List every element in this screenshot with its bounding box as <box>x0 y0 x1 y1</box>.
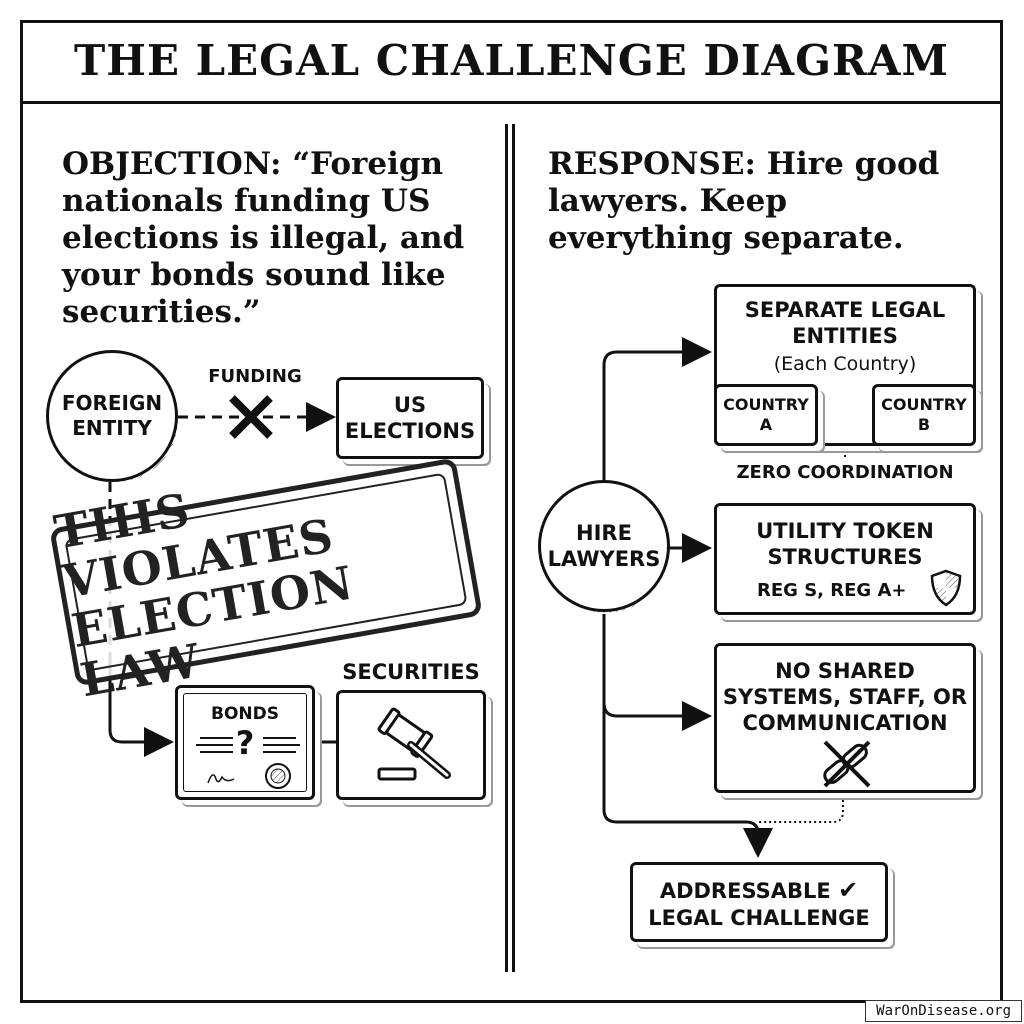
objection-line: “Foreign <box>292 146 444 182</box>
diagram-title: THE LEGAL CHALLENGE DIAGRAM <box>74 36 949 85</box>
funding-label: FUNDING <box>208 366 302 387</box>
zero-coordination-label: ZERO COORDINATION <box>736 462 954 483</box>
bonds-certificate-node: BONDS ? <box>175 685 321 806</box>
broken-link-icon <box>823 740 871 788</box>
objection-line: elections is illegal, and <box>62 220 465 256</box>
gavel-icon <box>377 707 451 781</box>
objection-line: securities.” <box>62 294 261 330</box>
question-mark-icon: ? <box>235 724 255 762</box>
securities-label: SECURITIES <box>342 660 480 684</box>
response-line: lawyers. Keep <box>548 183 788 219</box>
checkmark-icon: ✔ <box>838 876 859 904</box>
signature-icon <box>207 774 235 784</box>
objection-line: nationals funding US <box>62 183 431 219</box>
diagram-frame <box>20 20 1003 1003</box>
separate-entities-subtitle: (Each Country) <box>773 353 917 375</box>
column-divider <box>505 124 515 972</box>
objection-heading: OBJECTION: “Foreign nationals funding US… <box>62 146 464 331</box>
result-node: ADDRESSABLE ✔LEGAL CHALLENGE <box>630 862 894 948</box>
utility-token-subtitle: REG S, REG A+ <box>757 580 907 601</box>
watermark: WarOnDisease.org <box>865 1000 1022 1022</box>
response-line: Hire good <box>766 146 940 182</box>
objection-line: your bonds sound like <box>62 257 446 293</box>
response-label: RESPONSE: <box>548 146 756 182</box>
objection-label: OBJECTION: <box>62 146 282 182</box>
certificate-inner-border <box>183 693 307 792</box>
response-heading: RESPONSE: Hire good lawyers. Keep everyt… <box>548 146 939 257</box>
bonds-label: BONDS <box>211 704 279 724</box>
result-label: ADDRESSABLE ✔LEGAL CHALLENGE <box>648 876 870 931</box>
shield-icon <box>930 569 962 607</box>
securities-node <box>336 690 492 806</box>
certificate-decoration <box>196 737 300 789</box>
title-bar: THE LEGAL CHALLENGE DIAGRAM <box>20 20 1003 104</box>
response-line: everything separate. <box>548 220 904 256</box>
